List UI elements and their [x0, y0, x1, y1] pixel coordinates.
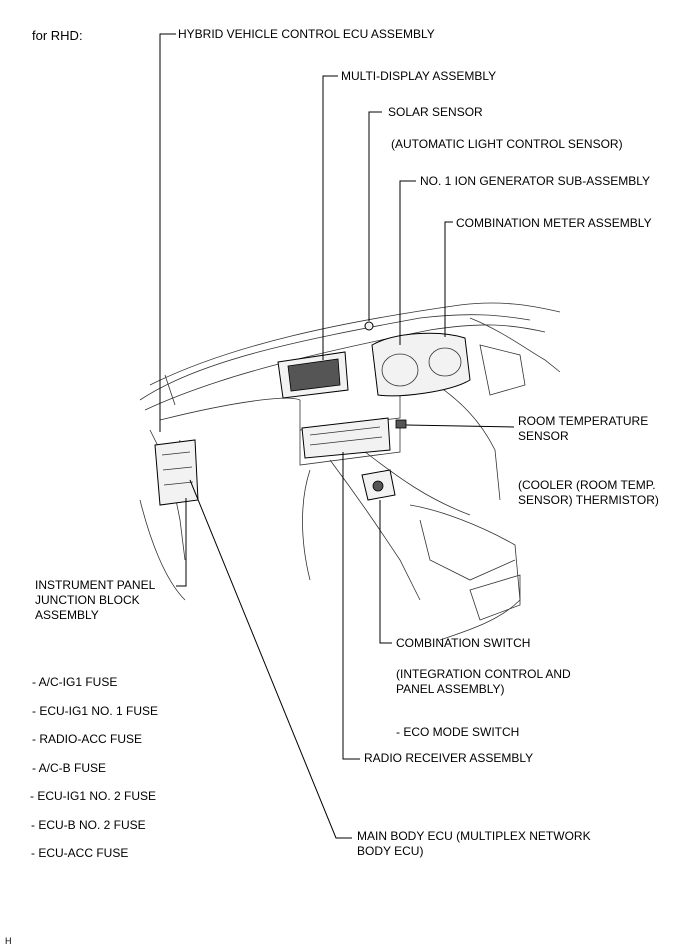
solar-sensor-shape	[364, 321, 374, 331]
dashboard-outline	[139, 302, 561, 641]
room-temp-sensor-shape	[395, 419, 407, 429]
label-solar-sensor-sub: (AUTOMATIC LIGHT CONTROL SENSOR)	[391, 137, 623, 151]
label-combination-meter: COMBINATION METER ASSEMBLY	[456, 216, 652, 230]
fuse-item: - A/C-B FUSE	[32, 761, 107, 775]
multi-display-shape	[277, 351, 349, 399]
label-ion-generator: NO. 1 ION GENERATOR SUB-ASSEMBLY	[420, 174, 651, 188]
fuse-item: - ECU-IG1 NO. 2 FUSE	[30, 789, 157, 803]
label-room-temp-sensor: ROOM TEMPERATURE SENSOR	[518, 414, 649, 443]
label-combination-switch-sub: (INTEGRATION CONTROL AND PANEL ASSEMBLY)	[396, 667, 571, 696]
label-instrument-panel-jb: INSTRUMENT PANEL JUNCTION BLOCK ASSEMBLY	[35, 578, 155, 622]
label-main-body-ecu: MAIN BODY ECU (MULTIPLEX NETWORK BODY EC…	[357, 829, 591, 858]
label-eco-mode-switch: - ECO MODE SWITCH	[396, 725, 520, 739]
label-radio-receiver: RADIO RECEIVER ASSEMBLY	[364, 751, 534, 765]
junction-block-shape	[154, 439, 199, 506]
fuse-item: - ECU-B NO. 2 FUSE	[31, 818, 146, 832]
label-hybrid-ecu: HYBRID VEHICLE CONTROL ECU ASSEMBLY	[178, 27, 435, 41]
radio-receiver-shape	[301, 417, 391, 459]
combination-switch-shape	[361, 469, 396, 501]
combination-meter-shape	[371, 332, 471, 397]
fuse-item: - RADIO-ACC FUSE	[32, 732, 143, 746]
label-solar-sensor: SOLAR SENSOR	[388, 105, 483, 119]
fuse-item: - ECU-ACC FUSE	[31, 846, 129, 860]
diagram-header: for RHD:	[32, 28, 83, 43]
figure-code: H	[5, 936, 12, 946]
label-combination-switch: COMBINATION SWITCH	[396, 636, 531, 650]
label-multi-display: MULTI-DISPLAY ASSEMBLY	[341, 69, 497, 83]
fuse-item: - ECU-IG1 NO. 1 FUSE	[32, 704, 159, 718]
label-room-temp-sensor-sub: (COOLER (ROOM TEMP. SENSOR) THERMISTOR)	[518, 478, 659, 507]
fuse-item: - A/C-IG1 FUSE	[32, 675, 118, 689]
leader-lines	[159, 33, 515, 839]
